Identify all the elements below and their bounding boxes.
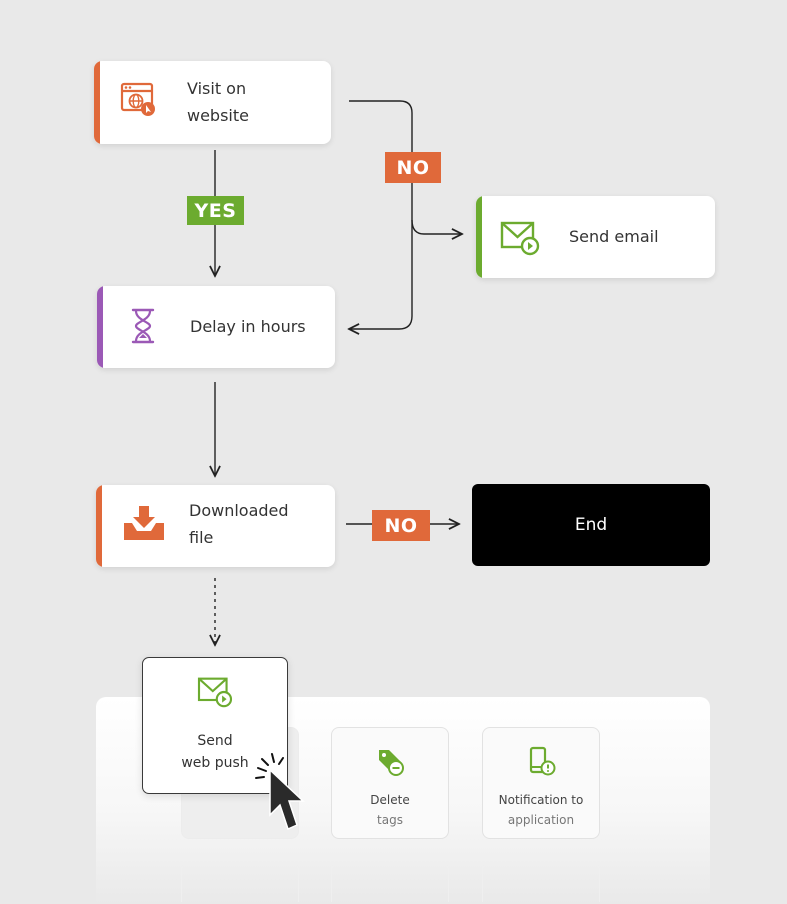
yes-badge: YES: [187, 196, 244, 225]
no-branch-to-delay: [349, 220, 413, 329]
end-node[interactable]: End: [472, 484, 710, 566]
node-accent: [97, 286, 103, 368]
node-accent: [476, 196, 482, 278]
end-label: End: [574, 515, 608, 535]
delay-node[interactable]: Delay in hours: [97, 286, 335, 368]
palette-tile-app-notification[interactable]: Notification to application: [482, 727, 600, 839]
visit-website-label: Visit on website: [187, 79, 249, 125]
web-push-icon: [143, 676, 287, 708]
delay-label: Delay in hours: [190, 317, 306, 336]
node-accent: [96, 485, 102, 567]
tile-label-line1: Notification to: [498, 793, 584, 807]
download-tray-icon: [123, 505, 165, 541]
send-email-label: Send email: [569, 227, 659, 246]
palette-ghost-tile: [482, 862, 600, 902]
downloaded-file-label: Downloaded file: [189, 501, 289, 547]
palette-tile-delete-tags[interactable]: Delete tags: [331, 727, 449, 839]
send-email-node[interactable]: Send email: [476, 196, 715, 278]
hourglass-icon: [131, 308, 155, 344]
visit-website-node[interactable]: Visit on website: [94, 61, 331, 144]
dragged-card-label: Send web push: [181, 733, 249, 771]
tile-label-line2: application: [507, 813, 575, 827]
no-badge-middle: NO: [372, 510, 430, 541]
mouse-cursor-icon: [269, 768, 305, 831]
node-accent: [94, 61, 100, 144]
delete-tag-icon: [332, 746, 448, 776]
tile-label-line2: tags: [377, 813, 403, 827]
palette-ghost-tile: [181, 862, 299, 902]
downloaded-file-node[interactable]: Downloaded file: [96, 485, 335, 567]
palette-ghost-tile: [331, 862, 449, 902]
click-burst-icon: [255, 753, 284, 779]
no-badge-top: NO: [385, 152, 441, 183]
email-send-icon: [500, 220, 540, 256]
tile-label-line1: Delete: [370, 793, 410, 807]
app-notification-icon: [483, 746, 599, 776]
website-visit-icon: [120, 81, 158, 119]
